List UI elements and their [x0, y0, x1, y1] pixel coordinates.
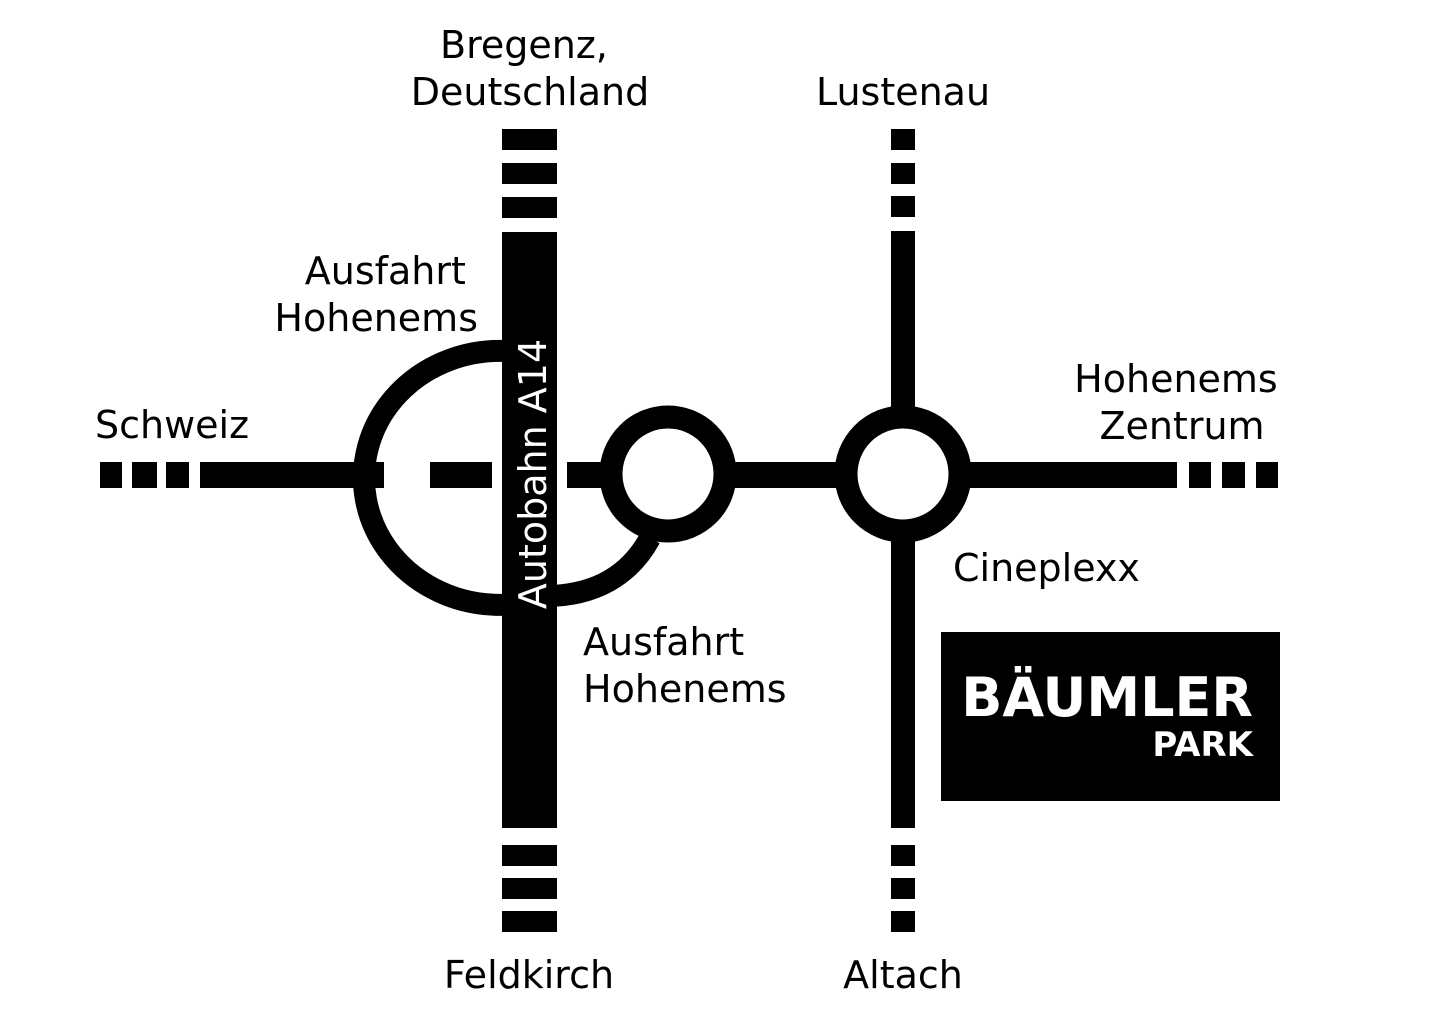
road-segment-interchange	[430, 462, 492, 488]
highway-dash-north-2	[502, 163, 557, 184]
road-dash-south-3	[891, 911, 915, 932]
ramp-loop	[353, 339, 554, 616]
ramp-to-roundabout	[544, 532, 660, 607]
label-schweiz: Schweiz	[95, 403, 249, 447]
road-segment-east	[965, 462, 1177, 488]
label-exit-south-line2: Hohenems	[583, 667, 787, 711]
road-dash-east-3	[1256, 462, 1278, 488]
label-altach: Altach	[843, 953, 963, 997]
roundabout-east	[834, 405, 972, 543]
road-dash-north-2	[891, 163, 915, 184]
road-dash-south-2	[891, 878, 915, 899]
roundabout-west	[599, 405, 737, 543]
highway-dash-south-1	[502, 845, 557, 866]
highway-a14	[502, 129, 557, 932]
label-hohenems-zentrum-line2: Zentrum	[1099, 404, 1264, 448]
road-dash-west-3	[166, 462, 189, 488]
road-north-south	[891, 129, 915, 932]
label-feldkirch: Feldkirch	[444, 953, 614, 997]
brand-name: BÄUMLER	[961, 666, 1253, 729]
road-dash-north-3	[891, 196, 915, 217]
label-bregenz: Bregenz, Deutschland	[411, 23, 649, 114]
highway-dash-south-3	[502, 911, 557, 932]
road-dash-west-2	[132, 462, 157, 488]
label-exit-north: Ausfahrt Hohenems	[274, 249, 478, 340]
baeumler-park-logo: BÄUMLER PARK	[941, 632, 1280, 801]
road-dash-west-1	[100, 462, 122, 488]
highway-body	[502, 232, 557, 828]
highway-dash-south-2	[502, 878, 557, 899]
road-segment-north	[891, 231, 915, 417]
road-segment-south	[891, 532, 915, 828]
highway-dash-north-1	[502, 129, 557, 150]
road-dash-east-1	[1189, 462, 1211, 488]
label-hohenems-zentrum-line1: Hohenems	[1074, 357, 1278, 401]
label-bregenz-line2: Deutschland	[411, 70, 649, 114]
interchange-ramps	[353, 339, 660, 616]
label-hohenems-zentrum: Hohenems Zentrum	[1074, 357, 1290, 448]
road-dash-south-1	[891, 845, 915, 866]
label-exit-north-line2: Hohenems	[274, 296, 478, 340]
label-exit-south-line1: Ausfahrt	[583, 620, 744, 664]
label-lustenau: Lustenau	[816, 70, 990, 114]
road-segment-between-roundabouts	[730, 462, 842, 488]
road-dash-north-1	[891, 129, 915, 150]
label-cineplexx: Cineplexx	[953, 546, 1140, 590]
label-bregenz-line1: Bregenz,	[440, 23, 608, 67]
label-exit-north-line1: Ausfahrt	[305, 249, 466, 293]
highway-label: Autobahn A14	[511, 339, 555, 609]
road-east-west	[100, 462, 1278, 488]
label-exit-south: Ausfahrt Hohenems	[583, 620, 787, 711]
brand-sub: PARK	[1152, 725, 1254, 765]
road-dash-east-2	[1222, 462, 1245, 488]
brand-box	[941, 632, 1280, 801]
highway-dash-north-3	[502, 197, 557, 218]
